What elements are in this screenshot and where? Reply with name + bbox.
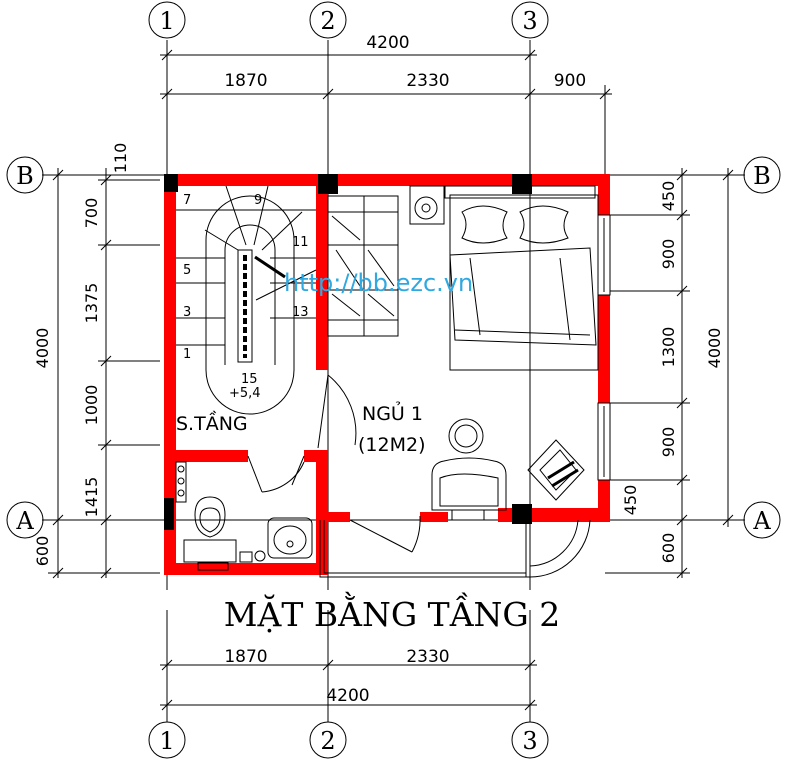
- right-dimensions: 450 900 1300 900 450 600 4000: [605, 168, 734, 579]
- step-5: 5: [183, 263, 191, 278]
- svg-text:B: B: [753, 162, 771, 190]
- dim-bottom-1870: 1870: [224, 647, 267, 667]
- round-table: [448, 418, 484, 454]
- grid-bubble-2-top: 2: [309, 1, 347, 39]
- room-label-bedroom: NGỦ 1: [362, 400, 423, 425]
- svg-text:3: 3: [522, 7, 537, 35]
- step-3: 3: [183, 305, 191, 320]
- dim-top-900: 900: [554, 71, 586, 91]
- dim-right-total: 4000: [705, 328, 724, 369]
- dim-top-1870: 1870: [224, 71, 267, 91]
- bathroom-fixtures: [175, 461, 313, 571]
- svg-text:3: 3: [522, 727, 537, 755]
- stair-step-numbers: 1 3 5 7 9 11 13 15 +5,4: [183, 193, 309, 401]
- stair-level: +5,4: [229, 386, 261, 401]
- dim-right-450-top: 450: [659, 181, 678, 212]
- dim-bottom-total: 4200: [326, 686, 369, 706]
- grid-bubble-3-bottom: 3: [511, 721, 549, 759]
- doors: [247, 374, 421, 553]
- grid-bubble-b-right: B: [743, 156, 781, 194]
- top-dimensions: 4200 1870 2330 900: [160, 33, 612, 180]
- svg-text:A: A: [752, 507, 771, 535]
- dim-left-110: 110: [111, 143, 130, 174]
- room-label-stair: S.TẦNG: [176, 410, 248, 435]
- room-area-bedroom: (12M2): [358, 434, 425, 456]
- bottom-dimensions: 1870 2330 4200: [160, 647, 537, 711]
- grid-bubble-2-bottom: 2: [309, 721, 347, 759]
- dim-right-450-bottom: 450: [621, 485, 640, 516]
- drawing-title: MẶT BẰNG TẦNG 2: [224, 590, 561, 634]
- dim-left-700: 700: [82, 198, 101, 229]
- walls: [164, 174, 610, 575]
- dim-right-600: 600: [659, 533, 678, 564]
- wardrobe: [327, 195, 399, 337]
- left-dimensions: 4000 600 110 700 1375 1000 1415: [33, 143, 160, 579]
- svg-text:A: A: [15, 507, 34, 535]
- dim-bottom-2330: 2330: [406, 647, 449, 667]
- step-7: 7: [183, 193, 191, 208]
- grid-bubble-1-top: 1: [148, 1, 186, 39]
- dim-right-1300: 1300: [659, 327, 678, 368]
- svg-text:1: 1: [159, 727, 174, 755]
- dim-left-1000: 1000: [82, 385, 101, 426]
- svg-text:1: 1: [159, 7, 174, 35]
- dim-right-900-top: 900: [659, 239, 678, 270]
- balcony: [319, 519, 591, 578]
- grid-bubble-a-right: A: [743, 501, 781, 539]
- dressing-table: [431, 457, 507, 521]
- dim-right-900-bottom: 900: [659, 427, 678, 458]
- grid-bubble-b-left: B: [6, 156, 44, 194]
- svg-text:2: 2: [320, 7, 335, 35]
- svg-text:2: 2: [320, 727, 335, 755]
- armchair: [527, 439, 585, 501]
- grid-bubble-a-left: A: [6, 501, 44, 539]
- watermark: http://bb.ezc.vn: [284, 269, 473, 297]
- step-15: 15: [241, 372, 258, 387]
- dim-left-1375: 1375: [82, 283, 101, 324]
- step-1: 1: [183, 347, 191, 362]
- step-13: 13: [292, 305, 309, 320]
- fan-appliance: [409, 185, 445, 225]
- dim-top-total: 4200: [366, 33, 409, 53]
- dim-left-total: 4000: [33, 328, 52, 369]
- windows-right: [597, 214, 611, 481]
- staircase: [176, 185, 317, 415]
- svg-text:B: B: [16, 162, 34, 190]
- structural-columns: [164, 174, 532, 530]
- grid-bubble-1-bottom: 1: [148, 721, 186, 759]
- step-9: 9: [254, 193, 262, 208]
- dim-left-1415: 1415: [82, 477, 101, 518]
- dim-left-600: 600: [33, 536, 52, 567]
- grid-bubble-3-top: 3: [511, 1, 549, 39]
- step-11: 11: [292, 235, 309, 250]
- dim-top-2330: 2330: [406, 71, 449, 91]
